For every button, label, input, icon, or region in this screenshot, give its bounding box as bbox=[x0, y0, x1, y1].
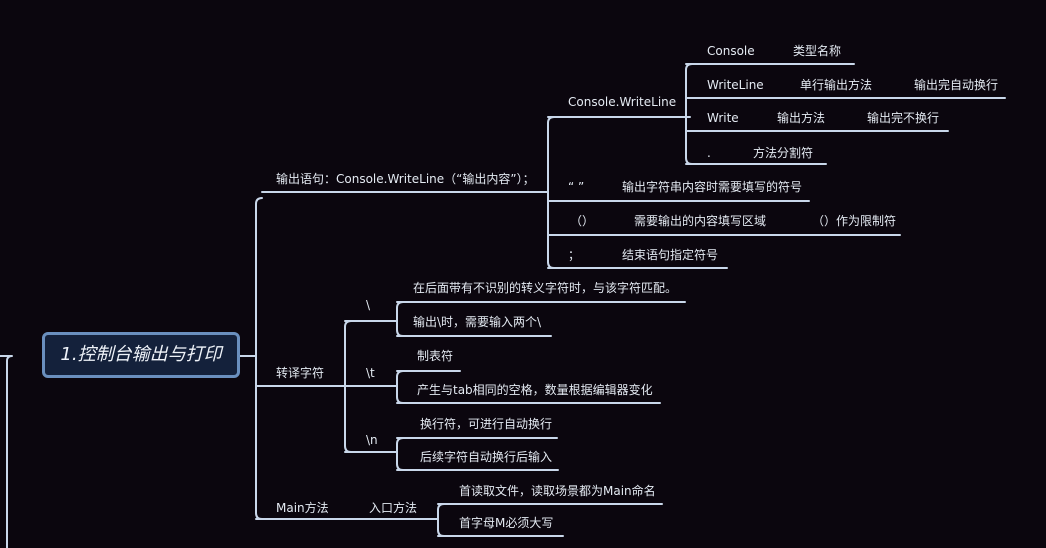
topic-write-desc[interactable]: 输出方法 bbox=[777, 111, 826, 125]
topic-dot[interactable]: . bbox=[707, 146, 711, 160]
topic-writeline-extra[interactable]: 输出完自动换行 bbox=[914, 78, 999, 92]
topic-newline-item-1[interactable]: 换行符，可进行自动换行 bbox=[420, 417, 553, 431]
branch-main-method[interactable]: Main方法 bbox=[276, 501, 329, 515]
topic-entry-method[interactable]: 入口方法 bbox=[369, 501, 418, 515]
topic-console-writeline[interactable]: Console.WriteLine bbox=[568, 95, 677, 109]
topic-writeline-desc[interactable]: 单行输出方法 bbox=[800, 78, 873, 92]
topic-quotes[interactable]: “ ” bbox=[568, 180, 585, 194]
topic-newline[interactable]: \n bbox=[366, 433, 378, 447]
topic-writeline[interactable]: WriteLine bbox=[707, 78, 764, 92]
topic-write[interactable]: Write bbox=[707, 111, 739, 125]
root-topic[interactable]: 1.控制台输出与打印 bbox=[42, 332, 240, 378]
topic-newline-item-2[interactable]: 后续字符自动换行后输入 bbox=[420, 450, 553, 464]
topic-tab-item-2[interactable]: 产生与tab相同的空格，数量根据编辑器变化 bbox=[417, 383, 653, 397]
topic-parentheses-desc[interactable]: 需要输出的内容填写区域 bbox=[634, 214, 767, 228]
topic-parentheses-extra[interactable]: （）作为限制符 bbox=[812, 214, 897, 228]
topic-dot-desc[interactable]: 方法分割符 bbox=[753, 146, 814, 160]
topic-write-extra[interactable]: 输出完不换行 bbox=[867, 111, 940, 125]
topic-tab-item-1[interactable]: 制表符 bbox=[417, 349, 454, 363]
topic-entry-item-2[interactable]: 首字母M必须大写 bbox=[459, 516, 554, 530]
topic-semicolon-desc[interactable]: 结束语句指定符号 bbox=[622, 248, 719, 262]
topic-semicolon[interactable]: ； bbox=[568, 248, 581, 262]
branch-escape-characters[interactable]: 转译字符 bbox=[276, 366, 325, 380]
topic-tab[interactable]: \t bbox=[366, 366, 375, 380]
topic-entry-item-1[interactable]: 首读取文件，读取场景都为Main命名 bbox=[459, 484, 656, 498]
topic-quotes-desc[interactable]: 输出字符串内容时需要填写的符号 bbox=[622, 180, 803, 194]
topic-backslash-item-1[interactable]: 在后面带有不识别的转义字符时，与该字符匹配。 bbox=[413, 281, 678, 295]
topic-console[interactable]: Console bbox=[707, 44, 755, 58]
topic-backslash-item-2[interactable]: 输出\时，需要输入两个\ bbox=[413, 315, 542, 329]
topic-parentheses[interactable]: （） bbox=[570, 214, 595, 228]
topic-backslash[interactable]: \ bbox=[366, 298, 371, 312]
topic-console-desc[interactable]: 类型名称 bbox=[793, 44, 842, 58]
branch-output-statement[interactable]: 输出语句：Console.WriteLine（“输出内容”）； bbox=[276, 172, 535, 186]
